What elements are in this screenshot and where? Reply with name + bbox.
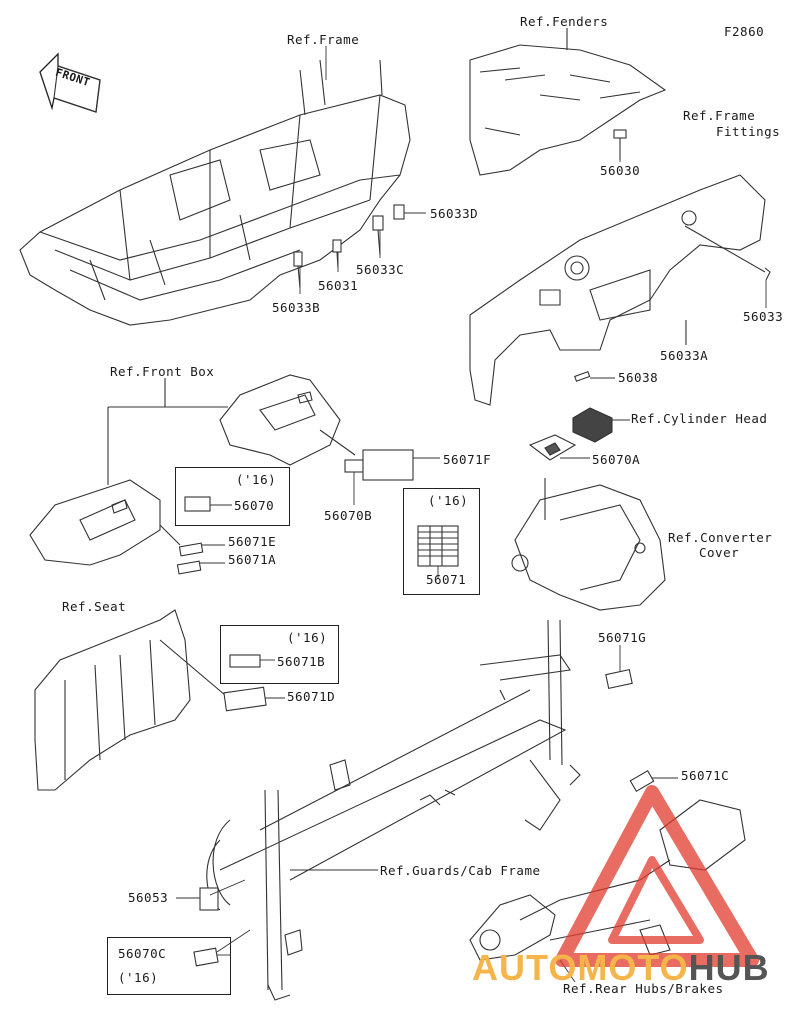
part-56070B: 56070B <box>324 508 373 523</box>
seat-drawing <box>34 609 226 791</box>
front-arrow-icon <box>39 52 101 113</box>
callout-box-56070: ('16) 56070 <box>175 467 290 526</box>
part-56033: 56033 <box>743 309 784 324</box>
part-56033B: 56033B <box>272 300 321 315</box>
front-box-upper-drawing <box>107 374 356 485</box>
part-56071D: 56071D <box>287 689 336 704</box>
cab-frame-drawing <box>206 619 581 1001</box>
watermark-triangle-icon <box>555 785 759 967</box>
part-56033C: 56033C <box>356 262 405 277</box>
callout-box-56070C: 56070C ('16) <box>107 937 231 995</box>
frame-fittings-drawing <box>469 174 771 406</box>
part-56071C: 56071C <box>681 768 730 783</box>
ref-fenders-label: Ref.Fenders <box>520 14 609 29</box>
front-box-lower-drawing <box>29 479 181 566</box>
ref-seat-label: Ref.Seat <box>62 599 127 614</box>
part-56071G: 56071G <box>598 630 647 645</box>
callout-box-56071: ('16) 56071 <box>403 488 480 595</box>
ref-frame-fittings-label-2: Fittings <box>716 124 781 139</box>
ref-front-box-label: Ref.Front Box <box>110 364 215 379</box>
ref-frame-fittings-label-1: Ref.Frame <box>683 108 756 123</box>
converter-cover-drawing <box>511 434 666 611</box>
part-56070A: 56070A <box>592 452 641 467</box>
main-frame-drawing <box>19 59 425 326</box>
callout-box-56071B: ('16) 56071B <box>220 625 339 684</box>
ref-frame-label: Ref.Frame <box>287 32 360 47</box>
ref-cylinder-head-label: Ref.Cylinder Head <box>631 411 768 426</box>
ref-guards-cab-frame-label: Ref.Guards/Cab Frame <box>380 863 541 878</box>
part-56038: 56038 <box>618 370 659 385</box>
part-56071E: 56071E <box>228 534 277 549</box>
ref-converter-cover-label-2: Cover <box>699 545 740 560</box>
part-56071: 56071 <box>426 572 467 587</box>
leader-lines <box>176 46 767 983</box>
part-56071A: 56071A <box>228 552 277 567</box>
part-56031: 56031 <box>318 278 359 293</box>
part-56033D: 56033D <box>430 206 479 221</box>
part-56030: 56030 <box>600 163 641 178</box>
year-note-56070C: ('16) <box>118 970 159 985</box>
part-56033A: 56033A <box>660 348 709 363</box>
ref-converter-cover-label-1: Ref.Converter <box>668 530 773 545</box>
part-56070: 56070 <box>234 498 275 513</box>
fender-drawing <box>469 28 667 176</box>
figure-code: F2860 <box>724 24 765 39</box>
watermark-logo: AUTOMOTOHUB <box>472 950 770 986</box>
decal-shapes <box>176 449 655 967</box>
cylinder-head-drawing <box>572 371 613 443</box>
part-56071B: 56071B <box>277 654 326 669</box>
watermark-text-2: HUB <box>688 947 770 988</box>
watermark-text-1: AUTOMOTO <box>472 947 689 988</box>
part-56071F: 56071F <box>443 452 492 467</box>
ref-rear-hubs-brakes-label: Ref.Rear Hubs/Brakes <box>563 981 724 996</box>
part-56070C: 56070C <box>118 946 167 961</box>
part-56053: 56053 <box>128 890 169 905</box>
year-note-56070: ('16) <box>236 472 277 487</box>
year-note-56071: ('16) <box>428 493 469 508</box>
year-note-56071B: ('16) <box>287 630 328 645</box>
